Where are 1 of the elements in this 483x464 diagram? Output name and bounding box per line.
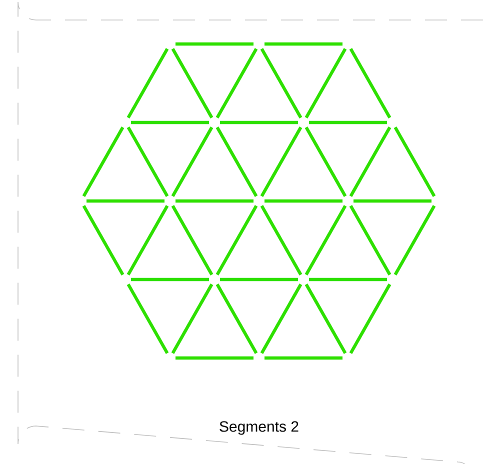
caption: Segments 2	[220, 421, 298, 435]
